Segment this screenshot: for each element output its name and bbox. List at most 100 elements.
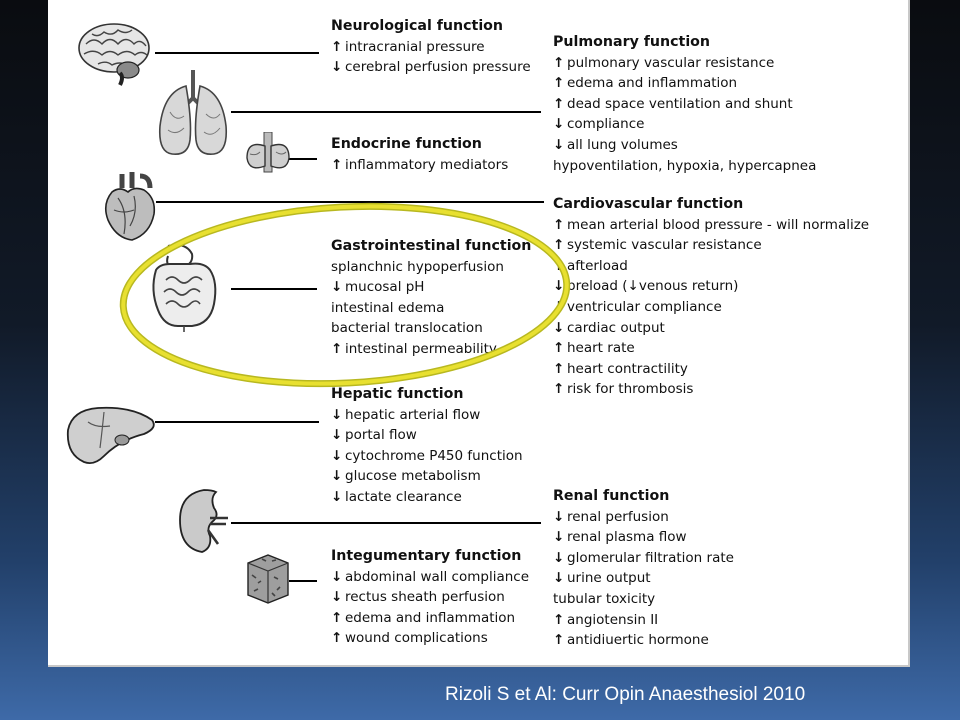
hepatic-item: portal flow [345,427,417,444]
pulmonary-item: all lung volumes [567,136,678,153]
gastrointestinal-block: Gastrointestinal function splanchnic hyp… [331,236,531,360]
renal-item: angiotensin II [567,611,659,628]
arrow-icon: ↓ [331,568,343,585]
arrow-icon: ↓ [331,488,343,505]
diagram-panel: Neurological function ↑intracranial pres… [48,0,910,667]
gastrointestinal-title: Gastrointestinal function [331,238,532,254]
cardio-item: ventricular compliance [567,298,722,315]
gi-item: intestinal permeability [345,340,497,357]
neurological-block: Neurological function ↑intracranial pres… [331,16,531,78]
pulmonary-block: Pulmonary function ↑pulmonary vascular r… [553,32,816,176]
neuro-item: intracranial pressure [345,38,485,55]
gi-item: mucosal pH [345,279,425,296]
arrow-icon: ↓ [331,279,343,296]
arrow-icon: ↓ [331,468,343,485]
kidney-icon [179,489,228,553]
arrow-icon: ↑ [553,75,565,92]
arrow-icon: ↑ [553,95,565,112]
arrow-icon: ↑ [553,257,565,274]
neuro-item: cerebral perfusion pressure [345,59,531,76]
pulmonary-item: pulmonary vascular resistance [567,54,775,71]
cardio-item: risk for thrombosis [567,381,694,398]
pulmonary-item: edema and inflammation [567,75,738,92]
renal-item: glomerular filtration rate [567,549,734,566]
connector-line-renal [231,522,541,524]
skin-tissue-icon [247,554,289,604]
renal-block: Renal function ↓renal perfusion ↓renal p… [553,486,734,651]
neurological-title: Neurological function [331,18,504,34]
integ-item: wound complications [345,630,488,647]
gi-item: bacterial translocation [331,320,483,337]
arrow-icon: ↑ [331,38,343,55]
cardio-item: mean arterial blood pressure - will norm… [567,216,870,233]
intestines-icon [152,244,217,332]
integumentary-block: Integumentary function ↓abdominal wall c… [331,546,529,649]
arrow-icon: ↓ [553,570,565,587]
renal-item: urine output [567,570,651,587]
heart-icon [104,172,156,241]
arrow-icon: ↑ [331,630,343,647]
cardio-item: cardiac output [567,319,665,336]
renal-item: renal plasma flow [567,529,687,546]
cardiovascular-title: Cardiovascular function [553,196,744,212]
cardiovascular-block: Cardiovascular function ↑mean arterial b… [553,194,869,400]
integumentary-title: Integumentary function [331,548,522,564]
hepatic-item: glucose metabolism [345,468,481,485]
renal-item: antidiuertic hormone [567,632,709,649]
thyroid-icon [246,132,290,173]
brain-icon [78,23,150,86]
arrow-icon: ↑ [553,216,565,233]
arrow-icon: ↓ [553,298,565,315]
arrow-icon: ↑ [553,381,565,398]
pulmonary-item: compliance [567,116,645,133]
pulmonary-item: hypoventilation, hypoxia, hypercapnea [553,157,817,174]
hepatic-item: hepatic arterial flow [345,406,481,423]
endocrine-title: Endocrine function [331,136,482,152]
arrow-icon: ↓ [553,529,565,546]
arrow-icon: ↑ [331,340,343,357]
arrow-icon: ↓ [331,447,343,464]
arrow-icon: ↑ [553,237,565,254]
hepatic-item: cytochrome P450 function [345,447,523,464]
connector-line-hepatic [155,421,319,423]
arrow-icon: ↑ [553,54,565,71]
lungs-icon [158,70,228,156]
arrow-icon: ↓ [553,136,565,153]
arrow-icon: ↓ [331,589,343,606]
arrow-icon: ↓ [553,549,565,566]
arrow-icon: ↑ [331,156,343,173]
renal-item: tubular toxicity [553,590,656,607]
arrow-icon: ↑ [553,632,565,649]
pulmonary-item: dead space ventilation and shunt [567,95,793,112]
arrow-icon: ↓ [553,278,565,295]
connector-line-endocrine [289,158,317,160]
connector-line-cardio [156,201,544,203]
gi-item: intestinal edema [331,299,445,316]
arrow-icon: ↑ [553,360,565,377]
hepatic-title: Hepatic function [331,386,464,402]
cardio-item: preload (↓venous return) [567,278,739,295]
cardio-item: heart rate [567,340,635,357]
arrow-icon: ↓ [331,427,343,444]
cardio-item: systemic vascular resistance [567,237,762,254]
cardio-item: heart contractility [567,360,688,377]
endocrine-item: inflammatory mediators [345,156,509,173]
renal-title: Renal function [553,488,670,504]
arrow-icon: ↓ [331,406,343,423]
endocrine-block: Endocrine function ↑inflammatory mediato… [331,134,508,175]
arrow-icon: ↓ [553,508,565,525]
cardio-item: afterload [567,257,628,274]
connector-line-pulmonary [231,111,541,113]
connector-line-integ [289,580,317,582]
arrow-icon: ↓ [553,319,565,336]
arrow-icon: ↑ [553,340,565,357]
pulmonary-title: Pulmonary function [553,34,711,50]
hepatic-item: lactate clearance [345,488,462,505]
arrow-icon: ↑ [553,611,565,628]
connector-line-neuro [155,52,319,54]
renal-item: renal perfusion [567,508,669,525]
integ-item: abdominal wall compliance [345,568,530,585]
hepatic-block: Hepatic function ↓hepatic arterial flow … [331,384,523,508]
citation-text: Rizoli S et Al: Curr Opin Anaesthesiol 2… [445,684,806,705]
integ-item: rectus sheath perfusion [345,589,505,606]
